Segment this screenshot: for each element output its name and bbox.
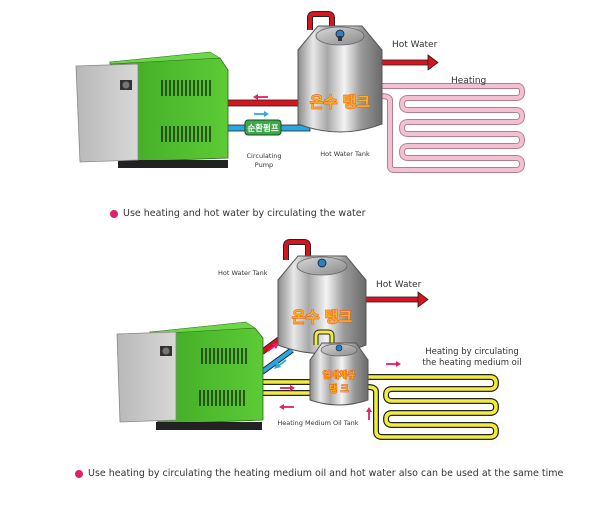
oil-tank-label: Heating Medium Oil Tank	[277, 419, 358, 427]
pump-label-line2: Pump	[255, 161, 273, 169]
caption-2: Use heating by circulating the heating m…	[75, 468, 563, 479]
vent-grille-icon	[161, 80, 211, 142]
flow-arrow-right-2-icon	[280, 385, 295, 391]
circulating-pump: 순환펌프	[244, 119, 282, 136]
heating-label-line2: the heating medium oil	[422, 358, 521, 368]
flow-arrow-right-3-icon	[386, 361, 401, 367]
hot-water-outlet-pipe-2	[365, 296, 421, 303]
diagram-oil-circulation: 온수 탱크 열매체유 탱 크	[116, 239, 522, 440]
pump-label-line1: Circulating	[247, 152, 282, 160]
caption-2-text: Use heating by circulating the heating m…	[88, 468, 564, 479]
hot-water-label: Hot Water	[392, 40, 438, 50]
oil-tank-korean-line1: 열매체유	[322, 369, 355, 381]
oil-tank-valve-icon	[335, 344, 343, 352]
hot-water-arrow-2-icon	[417, 291, 429, 308]
vent-grille-2-icon	[199, 348, 247, 406]
flow-arrow-left-icon	[253, 94, 268, 100]
flow-arrow-up-icon	[366, 407, 372, 420]
hot-water-tank-2: 온수 탱크	[277, 255, 367, 354]
tank-label-2: Hot Water Tank	[218, 269, 268, 277]
hot-water-tank: 온수 탱크	[297, 25, 383, 133]
diagram-water-circulation: 온수 탱크 순환펌프 Hot Wa	[75, 11, 525, 173]
control-panel-door	[75, 63, 139, 163]
electric-boiler	[75, 51, 229, 168]
flow-arrow-down-left-icon	[274, 359, 287, 369]
flow-arrow-up-right-icon	[267, 343, 279, 352]
heating-medium-oil-tank: 열매체유 탱 크	[309, 342, 369, 406]
tank-valve-2-icon	[317, 258, 327, 268]
hot-water-label-2: Hot Water	[376, 280, 422, 290]
hot-water-arrow-icon	[427, 54, 439, 71]
boiler-base	[118, 160, 228, 168]
electric-boiler-2	[116, 321, 264, 430]
tank-korean-label-2: 온수 탱크	[292, 308, 353, 326]
heating-coil	[357, 83, 525, 173]
heating-label: Heating	[451, 76, 486, 86]
heating-label-line1: Heating by circulating	[425, 347, 519, 357]
oil-tank-korean-line2: 탱 크	[329, 383, 349, 395]
bullet-icon	[110, 209, 118, 218]
flow-arrow-right-icon	[254, 111, 269, 117]
control-panel-door-2	[116, 331, 177, 423]
bullet-2-icon	[75, 469, 83, 478]
tank-korean-label: 온수 탱크	[310, 93, 371, 111]
caption-1-text: Use heating and hot water by circulating…	[123, 208, 366, 219]
hot-supply-pipe	[224, 99, 301, 107]
tank-label: Hot Water Tank	[320, 150, 370, 158]
pump-korean-label: 순환펌프	[247, 123, 278, 134]
caption-1: Use heating and hot water by circulating…	[110, 208, 366, 219]
flow-arrow-left-2-icon	[279, 404, 294, 410]
